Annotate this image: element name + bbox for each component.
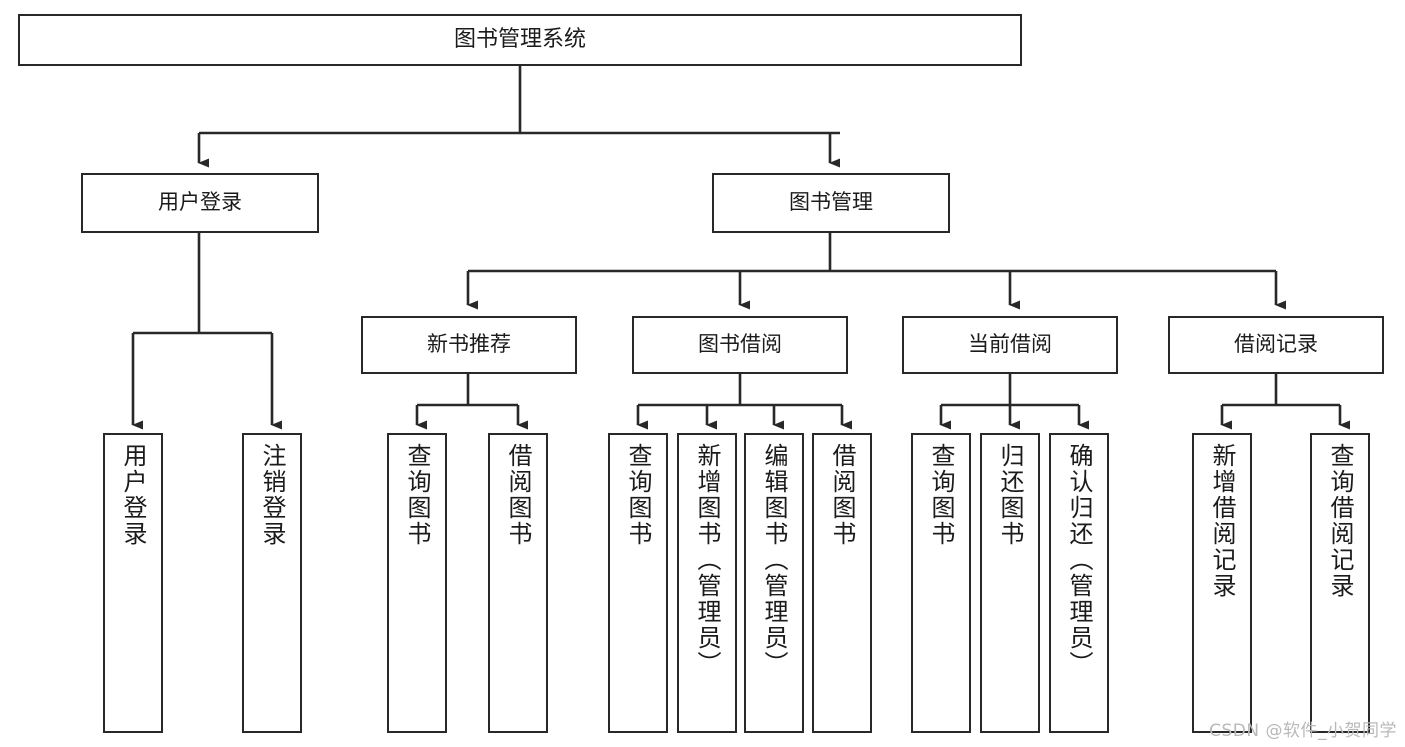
node-borrow-record-label: 借阅记录 — [1234, 332, 1318, 357]
node-book-manage-label: 图书管理 — [789, 190, 873, 215]
node-book-manage[interactable]: 图书管理 — [712, 173, 950, 233]
node-leaf-query-book-2-label: 查询图书 — [624, 443, 652, 547]
node-user-login-label: 用户登录 — [158, 190, 242, 215]
node-leaf-edit-book-label: 编辑图书（管理员） — [760, 443, 788, 677]
node-leaf-confirm-return[interactable]: 确认归还（管理员） — [1049, 433, 1109, 733]
node-leaf-user-login-label: 用户登录 — [119, 443, 147, 547]
node-user-login[interactable]: 用户登录 — [81, 173, 319, 233]
node-leaf-query-record[interactable]: 查询借阅记录 — [1310, 433, 1370, 733]
node-leaf-edit-book[interactable]: 编辑图书（管理员） — [744, 433, 804, 733]
node-root-system-label: 图书管理系统 — [453, 26, 586, 52]
node-new-book-recommend[interactable]: 新书推荐 — [361, 316, 577, 374]
node-book-borrow[interactable]: 图书借阅 — [632, 316, 848, 374]
node-book-borrow-label: 图书借阅 — [698, 332, 782, 357]
node-leaf-add-record[interactable]: 新增借阅记录 — [1192, 433, 1252, 733]
node-leaf-query-record-label: 查询借阅记录 — [1326, 443, 1354, 599]
node-leaf-query-book-1[interactable]: 查询图书 — [387, 433, 447, 733]
node-leaf-query-book-1-label: 查询图书 — [403, 443, 431, 547]
node-leaf-borrow-book-2-label: 借阅图书 — [828, 443, 856, 547]
node-leaf-borrow-book-1-label: 借阅图书 — [504, 443, 532, 547]
node-leaf-logout-label: 注销登录 — [258, 443, 286, 547]
node-leaf-add-record-label: 新增借阅记录 — [1208, 443, 1236, 599]
node-leaf-query-book-3[interactable]: 查询图书 — [911, 433, 971, 733]
node-leaf-add-book-label: 新增图书（管理员） — [693, 443, 721, 677]
node-leaf-user-login[interactable]: 用户登录 — [103, 433, 163, 733]
node-leaf-add-book[interactable]: 新增图书（管理员） — [677, 433, 737, 733]
node-leaf-return-book-label: 归还图书 — [996, 443, 1024, 547]
node-borrow-record[interactable]: 借阅记录 — [1168, 316, 1384, 374]
node-new-book-recommend-label: 新书推荐 — [427, 332, 511, 357]
node-leaf-borrow-book-1[interactable]: 借阅图书 — [488, 433, 548, 733]
node-root-system[interactable]: 图书管理系统 — [18, 14, 1022, 66]
node-leaf-borrow-book-2[interactable]: 借阅图书 — [812, 433, 872, 733]
node-leaf-query-book-3-label: 查询图书 — [927, 443, 955, 547]
node-leaf-return-book[interactable]: 归还图书 — [980, 433, 1040, 733]
node-leaf-confirm-return-label: 确认归还（管理员） — [1065, 443, 1093, 677]
node-current-borrow-label: 当前借阅 — [968, 332, 1052, 357]
node-current-borrow[interactable]: 当前借阅 — [902, 316, 1118, 374]
csdn-watermark: CSDN @软件_小贺同学 — [1209, 721, 1397, 741]
node-leaf-query-book-2[interactable]: 查询图书 — [608, 433, 668, 733]
node-leaf-logout[interactable]: 注销登录 — [242, 433, 302, 733]
